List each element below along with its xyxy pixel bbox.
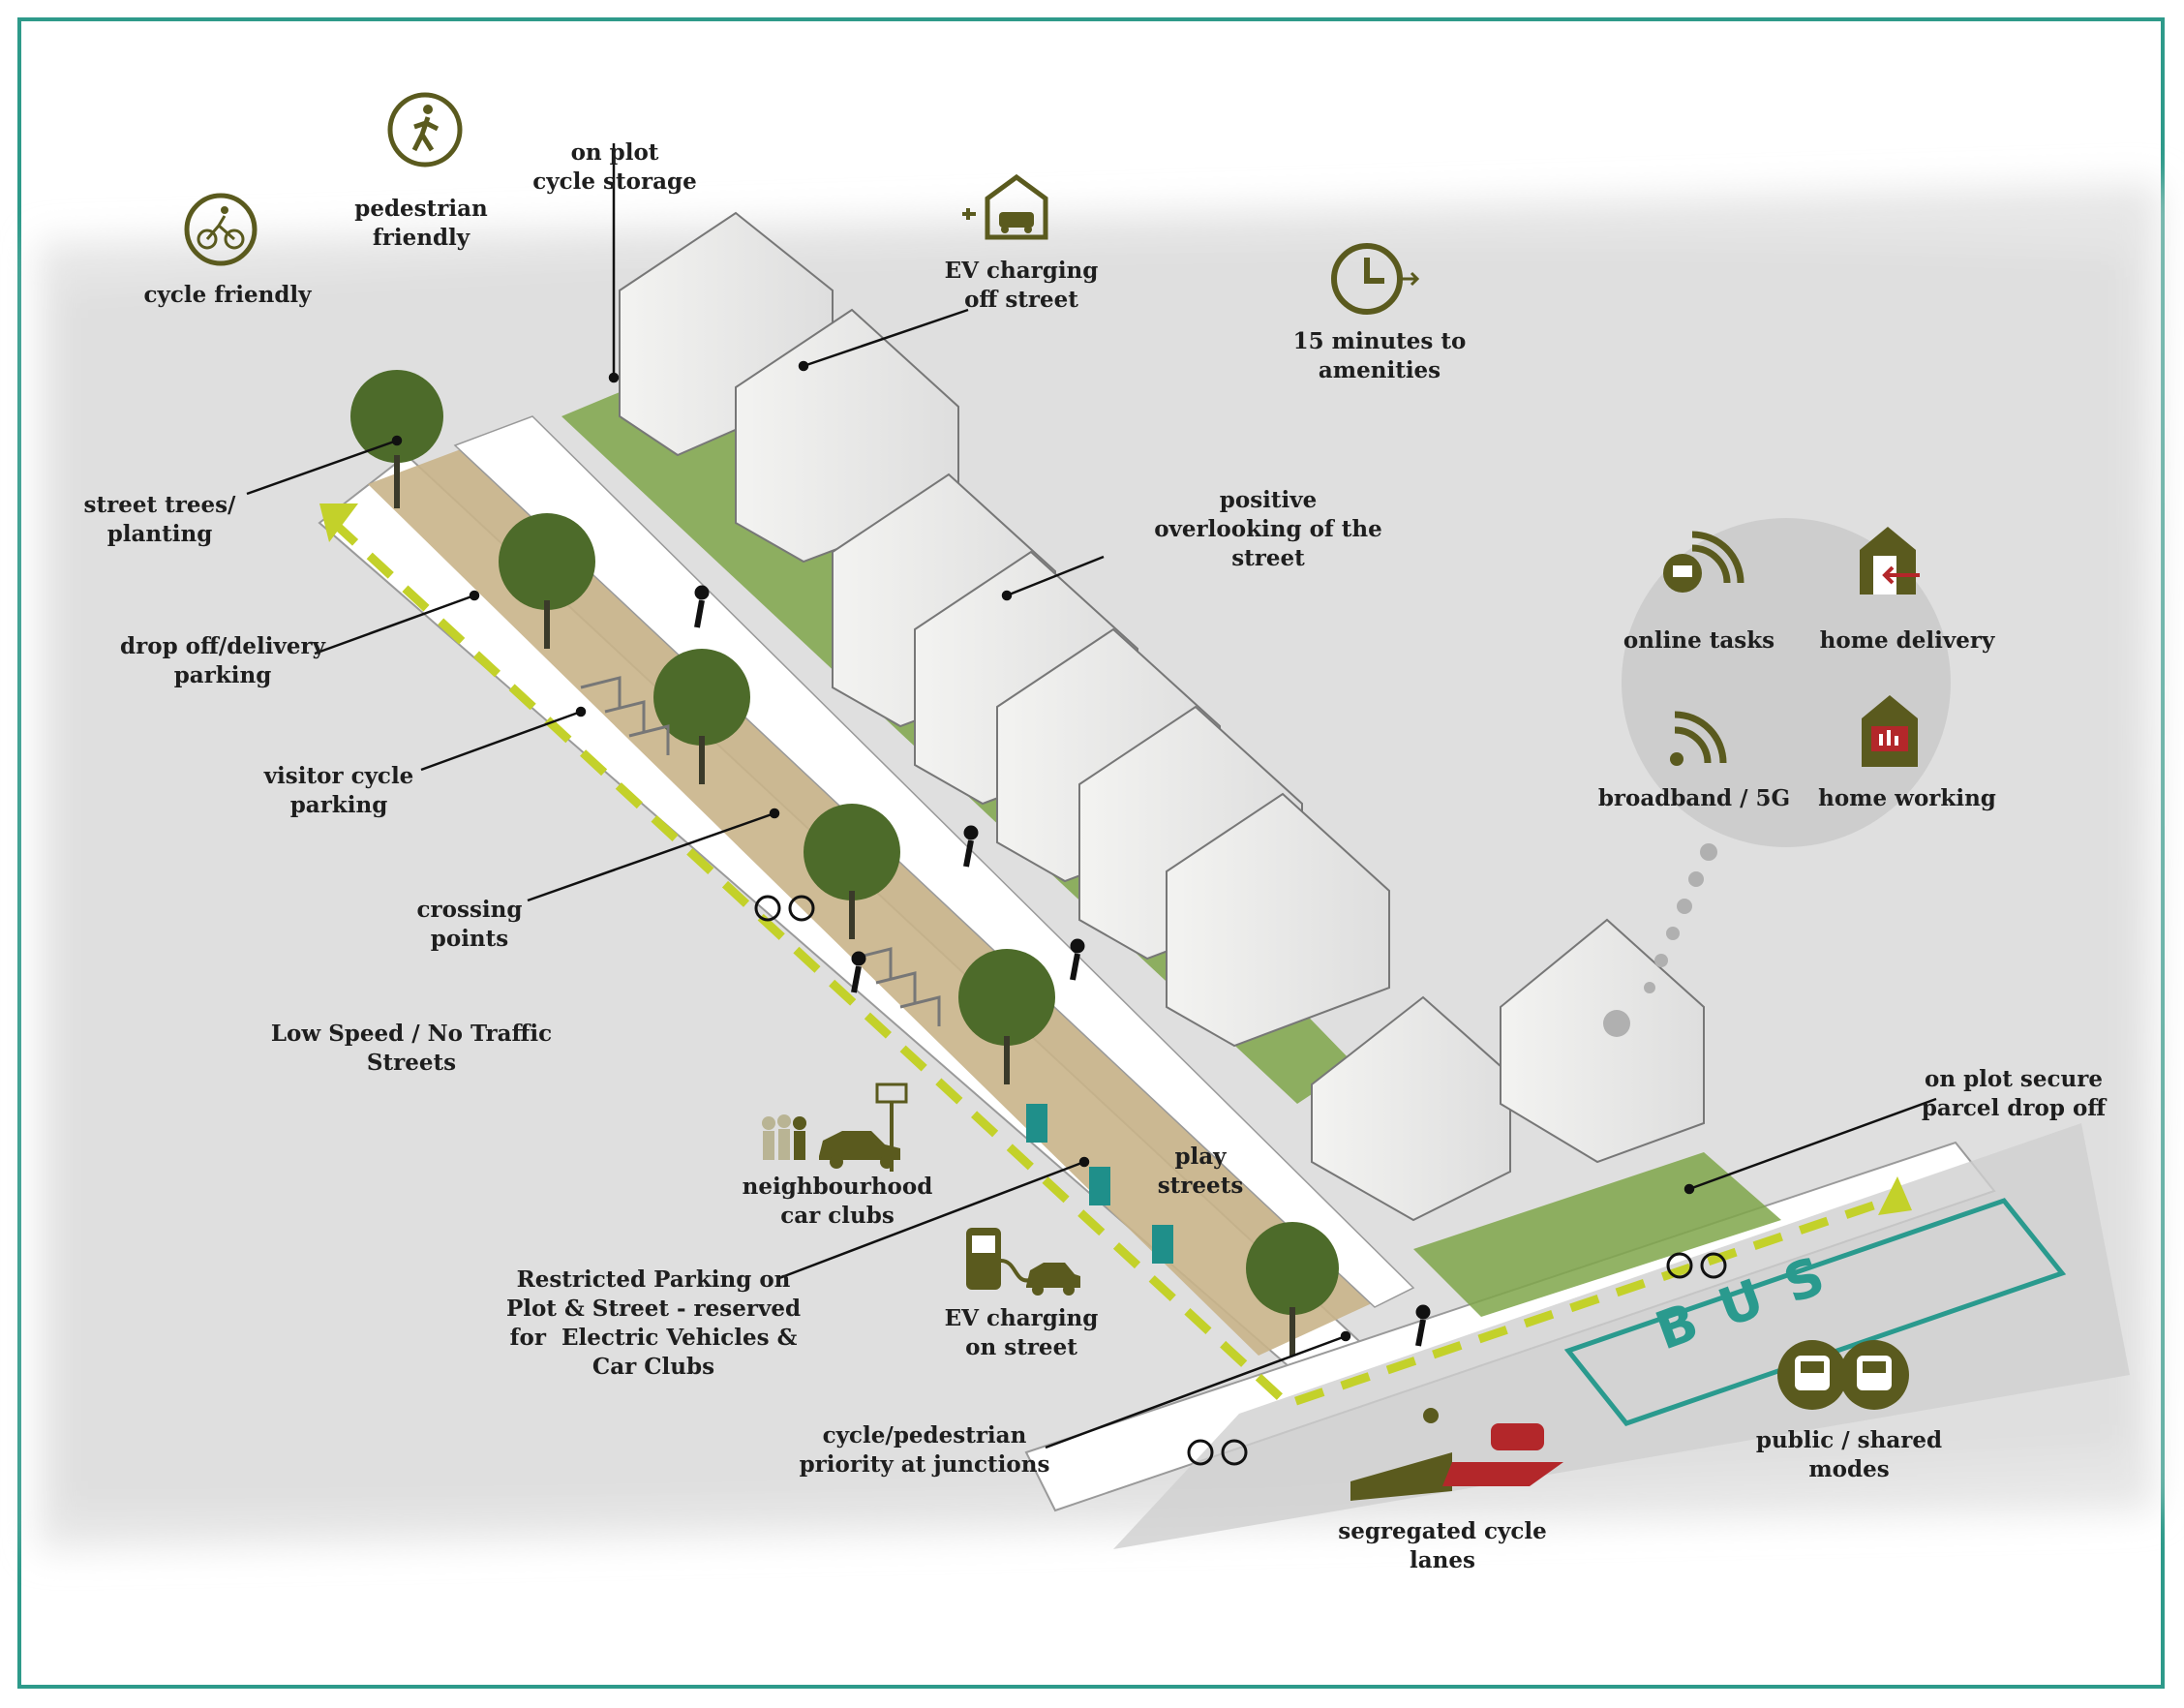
leader-lines	[246, 143, 1937, 1449]
label-home-delivery: home delivery	[1819, 627, 1995, 654]
label-low-speed: Low Speed / No Traffic Streets	[270, 1021, 553, 1076]
label-pedestrian-friendly: pedestrian friendly	[354, 196, 488, 251]
label-cycle-friendly: cycle friendly	[143, 282, 312, 308]
house-car-charging-icon	[958, 169, 1055, 251]
house-arrow-icon	[1854, 521, 1922, 602]
label-15-minutes: 15 minutes to amenities	[1292, 328, 1467, 383]
label-restricted-parking: Restricted Parking on Plot & Street - re…	[505, 1266, 802, 1380]
label-segregated-cycle-lanes: segregated cycle lanes	[1338, 1518, 1547, 1573]
frame-border	[17, 17, 2165, 1689]
walking-person-icon	[385, 90, 465, 173]
label-on-plot-secure: on plot secure parcel drop off	[1921, 1066, 2107, 1121]
street-trees	[350, 370, 1339, 1356]
label-crossing-points: crossing points	[416, 897, 523, 952]
segregated-lane-symbol	[1350, 1408, 1563, 1501]
house-monitor-icon	[1856, 689, 1924, 775]
label-neighbourhood-car-clubs: neighbourhood car clubs	[742, 1174, 933, 1229]
label-positive-overlooking: positive overlooking of the street	[1154, 487, 1382, 571]
bus-lane-box	[1563, 1198, 2067, 1426]
label-home-working: home working	[1818, 785, 1996, 811]
label-play-streets: play streets	[1157, 1144, 1244, 1199]
charging-post-car-icon	[962, 1222, 1084, 1303]
people-silhouettes	[694, 585, 1727, 1466]
label-online-tasks: online tasks	[1623, 627, 1775, 654]
wifi-screen-icon	[1657, 519, 1744, 600]
label-broadband: broadband / 5G	[1597, 785, 1791, 811]
charging-points	[1026, 1104, 1173, 1264]
cycle-friendly-icon	[182, 191, 259, 272]
label-ev-charging-off-street: EV charging off street	[944, 258, 1099, 313]
label-on-plot-cycle-storage: on plot cycle storage	[532, 139, 697, 195]
label-public-shared: public / shared modes	[1755, 1427, 1943, 1482]
label-ev-charging-on-street: EV charging on street	[944, 1305, 1099, 1360]
label-street-trees: street trees/ planting	[83, 492, 236, 547]
clock-icon	[1328, 240, 1425, 321]
label-drop-off: drop off/delivery parking	[120, 633, 325, 688]
bus-train-icon	[1774, 1336, 1919, 1418]
label-cycle-pedestrian-priority: cycle/pedestrian priority at junctions	[799, 1422, 1050, 1478]
cycle-stands	[580, 676, 941, 1026]
label-visitor-cycle: visitor cycle parking	[263, 763, 414, 818]
houses	[619, 211, 1705, 1222]
people-car-icon	[755, 1075, 920, 1185]
cycle-route	[319, 503, 1912, 1410]
wifi-signal-icon	[1657, 695, 1735, 777]
